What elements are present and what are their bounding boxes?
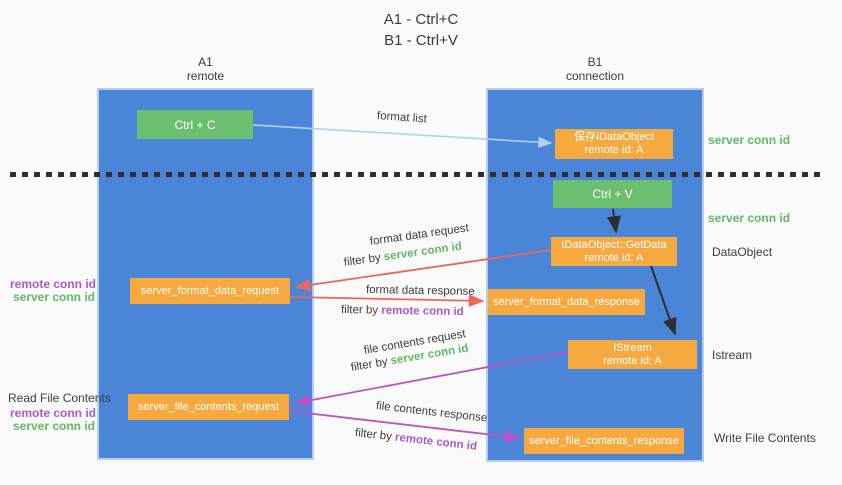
flow-label-file-contents-response: file contents response [375,400,488,425]
annotation-mid-left-conn-ids: remote conn id server conn id [10,277,97,304]
file-contents-response-text: file contents response [375,400,488,425]
flow-label-filter-server-conn-id-1: filter by server conn id [343,241,462,269]
node-istream-line1: IStream [613,341,652,354]
filter-by-text: filter by [354,427,393,444]
node-ctrl-c-label: Ctrl + C [174,117,216,132]
format-list-text: format list [376,110,428,126]
annotation-server-conn-id-mid: server conn id [708,211,791,225]
server-conn-id-label: server conn id [12,419,95,433]
node-save-idataobject-line2: remote id: A [584,144,644,156]
annotation-read-file-contents: Read File Contents [8,391,111,405]
remote-conn-id-label: remote conn id [10,277,97,291]
node-getdata-line1: IDataObject::GetData [561,238,667,251]
remote-conn-id-text: remote conn id [381,304,464,319]
format-data-response-arrow [289,294,485,308]
node-ctrl-c: Ctrl + C [137,110,253,139]
remote-conn-id-label: remote conn id [10,406,97,420]
lane-b1-name: B1 [587,55,603,69]
title-line-1: A1 - Ctrl+C [383,11,459,28]
node-server-format-data-response-label: server_format_data_response [493,295,640,308]
node-ctrl-v-label: Ctrl + V [592,187,633,201]
lane-b1-role: connection [565,69,625,83]
server-conn-id-label: server conn id [12,290,95,304]
node-idataobject-getdata: IDataObject::GetData remote id: A [551,237,677,266]
annotation-write-file-contents: Write File Contents [714,431,816,445]
title-line-2: B1 - Ctrl+V [384,32,458,49]
flow-label-filter-remote-conn-id-1: filter by remote conn id [341,304,464,318]
annotation-bottom-left-conn-ids: remote conn id server conn id [10,406,97,433]
node-server-file-contents-response: server_file_contents_response [524,428,684,454]
lane-a1-role: remote [186,69,225,83]
node-ctrl-v: Ctrl + V [553,180,672,208]
node-server-file-contents-response-label: server_file_contents_response [529,434,679,447]
diagram-title: A1 - Ctrl+C B1 - Ctrl+V [0,9,842,51]
node-server-format-data-request: server_format_data_request [130,278,290,304]
flow-label-format-data-response: format data response [366,284,475,298]
lane-header-b1: B1 connection [486,55,704,83]
format-data-response-text: format data response [365,284,475,298]
node-server-format-data-request-label: server_format_data_request [140,284,280,297]
flow-label-format-list: format list [377,110,428,125]
annotation-server-conn-id-top: server conn id [708,133,791,147]
node-getdata-line2: remote id: A [584,251,644,264]
node-save-idataobject: 保存IDataObject remote id: A [555,129,673,159]
node-save-idataobject-line1: 保存IDataObject [573,131,655,143]
annotation-dataobject: DataObject [712,245,773,259]
flow-label-filter-remote-conn-id-2: filter by remote conn id [354,427,477,453]
dotted-separator-line [10,172,824,177]
filter-by-text: filter by [340,304,379,317]
lane-a1-name: A1 [198,55,213,69]
node-istream: IStream remote id: A [568,340,697,369]
node-server-file-contents-request-label: server_file_contents_request [137,400,280,413]
filter-by-text: filter by [350,355,389,374]
annotation-istream: Istream [712,348,753,362]
remote-conn-id-text: remote conn id [394,431,478,453]
lane-header-a1: A1 remote [97,55,314,83]
node-server-file-contents-request: server_file_contents_request [128,394,289,420]
node-istream-line2: remote id: A [603,354,662,367]
filter-by-text: filter by [343,251,382,269]
node-server-format-data-response: server_format_data_response [488,289,645,315]
